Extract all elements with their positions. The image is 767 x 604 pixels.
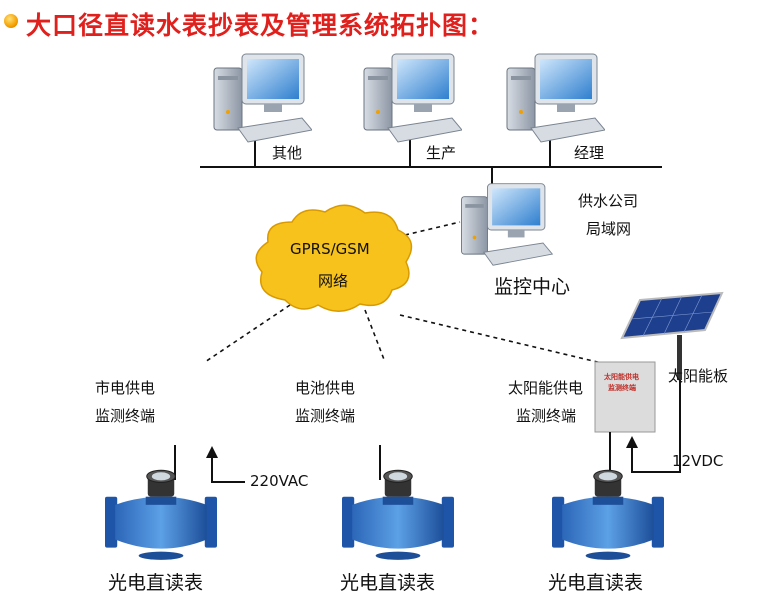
water-meter-icon-2 xyxy=(342,469,454,560)
wireless-links xyxy=(204,221,611,366)
label-manager: 经理 xyxy=(574,144,605,162)
label-220vac: 220VAC xyxy=(250,472,309,490)
terminal-1-label-1: 市电供电 xyxy=(95,379,156,397)
label-solar-panel: 太阳能板 xyxy=(668,367,729,385)
terminal-1-label-2: 监测终端 xyxy=(95,407,156,425)
solar-panel-icon xyxy=(620,291,724,380)
arrow-up-icon xyxy=(206,446,218,458)
label-other: 其他 xyxy=(272,144,303,162)
arrow-up-icon xyxy=(626,436,638,448)
label-monitor-center: 监控中心 xyxy=(494,276,571,298)
water-meter-icon-1 xyxy=(105,469,217,560)
label-lan: 局域网 xyxy=(586,220,632,238)
meter-2-label: 光电直读表 xyxy=(340,572,436,594)
terminal-solar-box xyxy=(594,361,656,433)
diagram-title: 大口径直读水表抄表及管理系统拓扑图： xyxy=(26,11,495,40)
label-company: 供水公司 xyxy=(578,192,639,210)
meter-3-label: 光电直读表 xyxy=(548,572,644,594)
terminal-2-label-1: 电池供电 xyxy=(295,379,356,397)
terminal-2-label-2: 监测终端 xyxy=(295,407,356,425)
computer-icon-production xyxy=(363,53,462,143)
water-meter-icon-3 xyxy=(552,469,664,560)
cloud-label-2: 网络 xyxy=(318,272,349,290)
computer-icon-manager xyxy=(506,53,605,143)
computer-icon-other xyxy=(213,53,312,143)
cloud-icon xyxy=(255,204,413,312)
cloud-label-1: GPRS/GSM xyxy=(290,240,370,258)
label-12vdc: 12VDC xyxy=(672,452,724,470)
bullet-icon xyxy=(4,14,18,28)
solar-box-label-1: 太阳能供电 xyxy=(604,373,639,381)
terminal-3-label-1: 太阳能供电 xyxy=(508,379,584,397)
solar-box-label-2: 监测终端 xyxy=(608,384,636,392)
terminal-3-label-2: 监测终端 xyxy=(516,407,577,425)
meter-1-label: 光电直读表 xyxy=(108,572,204,594)
label-production: 生产 xyxy=(426,144,457,162)
computer-icon-monitor-center xyxy=(461,183,553,266)
